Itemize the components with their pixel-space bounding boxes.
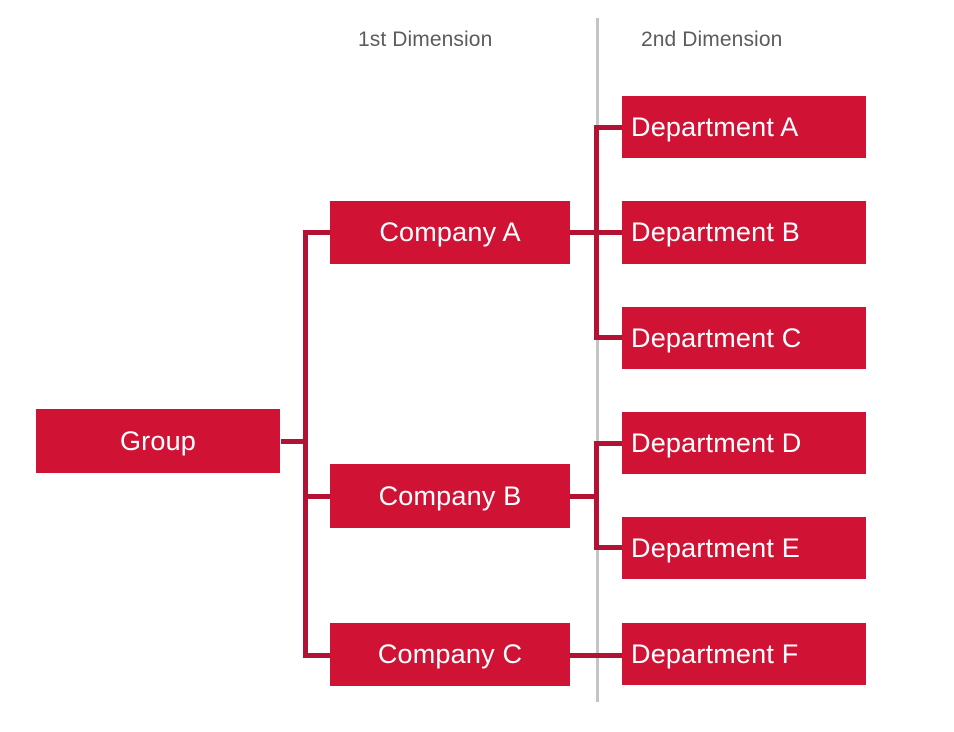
node-department-b[interactable]: Department B bbox=[622, 201, 866, 264]
node-company-a[interactable]: Company A bbox=[330, 201, 570, 264]
connector-company-trunk bbox=[303, 230, 308, 658]
column-header-first-dimension: 1st Dimension bbox=[358, 28, 493, 51]
node-department-e[interactable]: Department E bbox=[622, 517, 866, 579]
connector-trunk-to-department-e bbox=[594, 545, 624, 550]
connector-company-a-stub bbox=[570, 230, 598, 235]
node-company-b[interactable]: Company B bbox=[330, 464, 570, 528]
connector-company-b-stub bbox=[570, 494, 598, 499]
connector-department-trunk-b bbox=[594, 441, 599, 549]
connector-trunk-to-company-c bbox=[303, 653, 332, 658]
node-department-c[interactable]: Department C bbox=[622, 307, 866, 369]
connector-company-c-to-department-f bbox=[570, 653, 624, 658]
connector-trunk-to-department-d bbox=[594, 441, 624, 446]
connector-trunk-to-department-a bbox=[594, 125, 624, 130]
column-header-second-dimension: 2nd Dimension bbox=[641, 28, 783, 51]
connector-trunk-to-department-b bbox=[594, 230, 624, 235]
node-department-f[interactable]: Department F bbox=[622, 623, 866, 685]
node-department-d[interactable]: Department D bbox=[622, 412, 866, 474]
node-company-c[interactable]: Company C bbox=[330, 623, 570, 686]
connector-group-stub bbox=[281, 439, 307, 444]
connector-trunk-to-company-b bbox=[303, 494, 332, 499]
dimension-divider-line bbox=[596, 18, 599, 702]
connector-trunk-to-department-c bbox=[594, 335, 624, 340]
node-group[interactable]: Group bbox=[36, 409, 280, 473]
connector-trunk-to-company-a bbox=[303, 230, 332, 235]
node-department-a[interactable]: Department A bbox=[622, 96, 866, 158]
